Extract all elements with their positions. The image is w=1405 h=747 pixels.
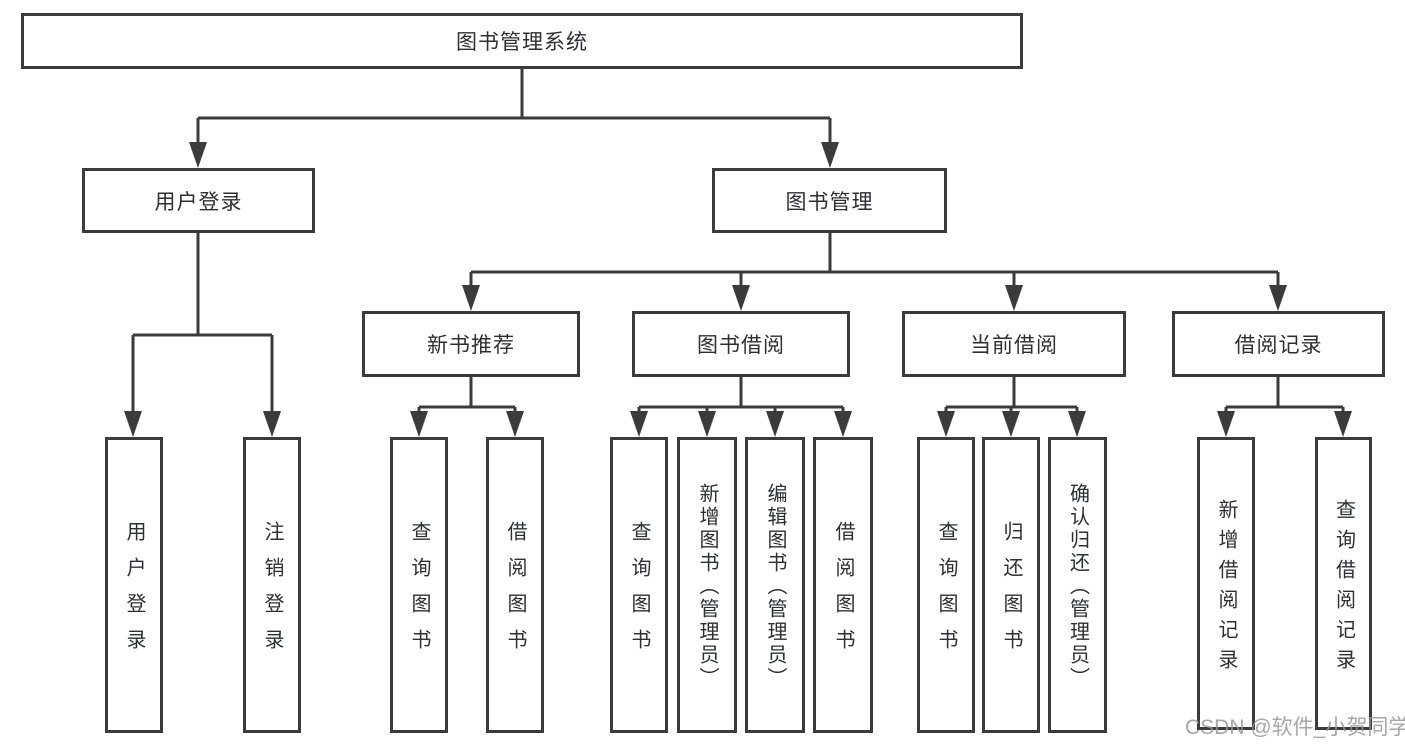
node-current-borrowing: 当前借阅 <box>902 311 1126 377</box>
leaf-return-books: 归还图书 <box>982 437 1040 733</box>
leaf-add-books-admin: 新增图书（管理员） <box>677 437 737 733</box>
node-label: 借阅记录 <box>1234 334 1323 357</box>
node-label: 图书管理系统 <box>456 31 588 54</box>
leaf-query-books: 查询图书 <box>917 437 975 733</box>
leaf-label: 新增图书（管理员） <box>696 483 718 690</box>
node-book-borrowing: 图书借阅 <box>632 311 850 377</box>
leaf-label: 查询图书 <box>628 521 650 665</box>
leaf-label: 确认归还（管理员） <box>1066 483 1089 690</box>
leaf-query-books: 查询图书 <box>390 437 448 733</box>
leaf-label: 借阅图书 <box>832 521 854 665</box>
csdn-watermark: CSDN @软件_小贺同学 <box>1185 716 1405 739</box>
node-label: 新书推荐 <box>427 334 515 357</box>
node-library-management-system: 图书管理系统 <box>21 13 1023 69</box>
leaf-query-borrow-record: 查询借阅记录 <box>1315 437 1372 730</box>
node-label: 图书管理 <box>785 190 874 214</box>
leaf-query-books: 查询图书 <box>610 437 668 733</box>
leaf-logout: 注销登录 <box>243 437 301 733</box>
leaf-label: 注销登录 <box>261 521 283 665</box>
node-borrowing-records: 借阅记录 <box>1172 311 1385 377</box>
leaf-label: 查询图书 <box>935 521 957 665</box>
leaf-add-borrow-record: 新增借阅记录 <box>1197 437 1255 730</box>
node-book-management: 图书管理 <box>712 168 947 233</box>
node-new-book-recommendation: 新书推荐 <box>362 311 580 377</box>
leaf-user-login: 用户登录 <box>105 437 163 733</box>
leaf-label: 查询图书 <box>408 521 430 665</box>
leaf-borrow-books: 借阅图书 <box>486 437 544 733</box>
leaf-confirm-return-admin: 确认归还（管理员） <box>1048 437 1107 733</box>
node-user-login: 用户登录 <box>82 168 315 233</box>
leaf-edit-books-admin: 编辑图书（管理员） <box>745 437 805 733</box>
leaf-label: 查询借阅记录 <box>1332 498 1355 679</box>
leaf-borrow-books: 借阅图书 <box>813 437 873 733</box>
leaf-label: 编辑图书（管理员） <box>764 483 786 690</box>
leaf-label: 用户登录 <box>123 521 145 665</box>
node-label: 用户登录 <box>154 190 243 214</box>
leaf-label: 新增借阅记录 <box>1215 498 1237 679</box>
leaf-label: 归还图书 <box>1000 521 1022 665</box>
leaf-label: 借阅图书 <box>504 521 526 665</box>
node-label: 当前借阅 <box>970 334 1058 357</box>
arrowheads <box>124 142 1352 437</box>
node-label: 图书借阅 <box>697 334 785 357</box>
